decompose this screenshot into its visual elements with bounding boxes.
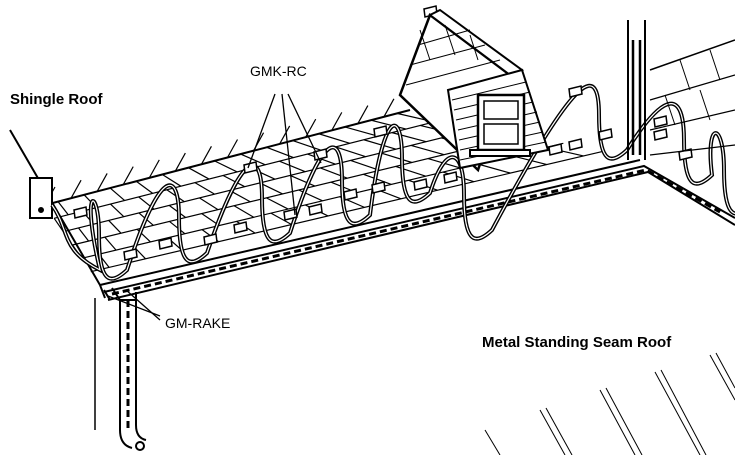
shingle-roof-label: Shingle Roof [10, 91, 103, 108]
junction-box [29, 177, 53, 219]
gutter [103, 164, 735, 296]
gmk-rc-label: GMK-RC [250, 63, 307, 79]
gm-rake-leader-lines [107, 289, 161, 321]
heat-cable [50, 5, 735, 281]
right-roof-section [627, 20, 735, 160]
dormer [398, 8, 550, 173]
metal-roof-label: Metal Standing Seam Roof [482, 334, 672, 351]
metal-standing-seam-roof [484, 352, 735, 455]
gm-rake-label: GM-RAKE [165, 315, 230, 331]
downspout [94, 287, 147, 451]
gmk-rc-leader-lines [247, 93, 322, 216]
